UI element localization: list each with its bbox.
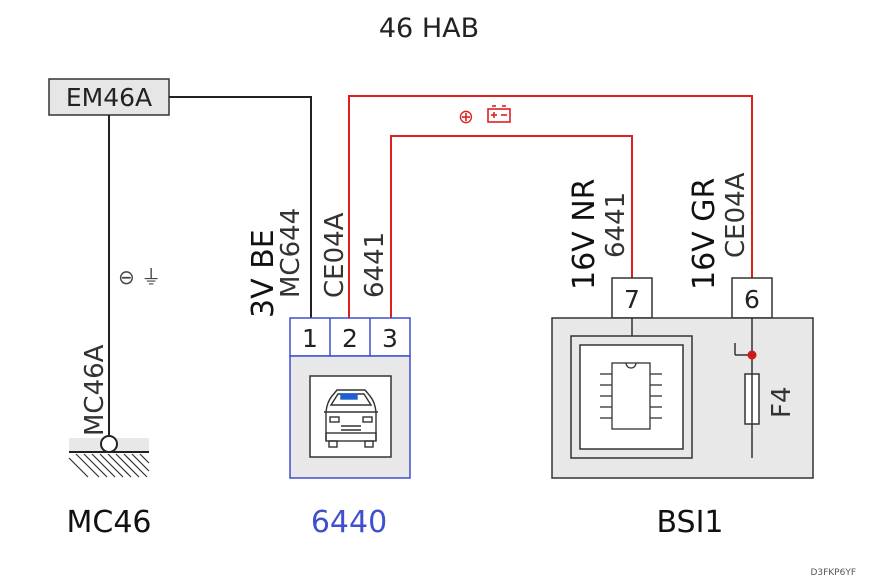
wire-label-ce04a-left: CE04A: [320, 212, 350, 298]
wire-label-6441-left: 6441: [360, 232, 390, 298]
wire-label-ce04a-right: CE04A: [721, 172, 751, 258]
positive-symbol: ⊕: [458, 106, 474, 128]
wire-ce04a: [348, 95, 753, 318]
component-bsi1: 7 6 F4 BSI1: [551, 277, 814, 540]
positive-battery-symbol: ⊕: [458, 105, 511, 128]
ground-symbol: ⊖ ⏚: [118, 265, 161, 289]
wire-label-16v-gr: 16V GR: [687, 178, 722, 290]
left-wire-labels: 3V BE MC644 CE04A 6441: [246, 208, 390, 318]
ground-icon: ⊖ ⏚: [118, 265, 161, 289]
mc46-component: MC46A MC46: [66, 344, 151, 540]
battery-icon: [487, 105, 511, 123]
fuse-label: F4: [767, 387, 797, 419]
diagram-title: 46 HAB: [379, 13, 479, 44]
em46a-component: EM46A: [48, 78, 170, 116]
wire-label-3v-be: 3V BE: [246, 229, 281, 318]
wire-label-16v-nr: 16V NR: [567, 178, 602, 290]
ground-wires: [108, 96, 312, 440]
component-6440-label: 6440: [311, 505, 387, 540]
bsi1-label: BSI1: [656, 505, 723, 540]
bsi-pin-6: 6: [744, 285, 760, 314]
em46a-label: EM46A: [66, 83, 152, 112]
pin-2: 2: [342, 324, 358, 353]
pin-1: 1: [302, 324, 318, 353]
wire-label-mc46a: MC46A: [80, 344, 110, 436]
wire-label-6441-right: 6441: [601, 192, 631, 258]
car-front-icon: [324, 389, 378, 448]
pin-3: 3: [382, 324, 398, 353]
wire-label-mc644: MC644: [276, 208, 306, 298]
right-wire-labels: 16V NR 6441 16V GR CE04A: [567, 172, 751, 290]
component-6440: 1 2 3 6440: [289, 317, 411, 540]
wire-6441: [390, 135, 633, 318]
fuse-icon: F4: [734, 318, 797, 458]
mc46-label: MC46: [66, 505, 151, 540]
bsi-pin-7: 7: [624, 285, 640, 314]
chip-icon: [600, 362, 662, 430]
footer-code: D3FKP6YF: [810, 568, 856, 578]
positive-wires: [348, 95, 753, 318]
wire-em46a-to-6440-pin1: [169, 96, 312, 318]
